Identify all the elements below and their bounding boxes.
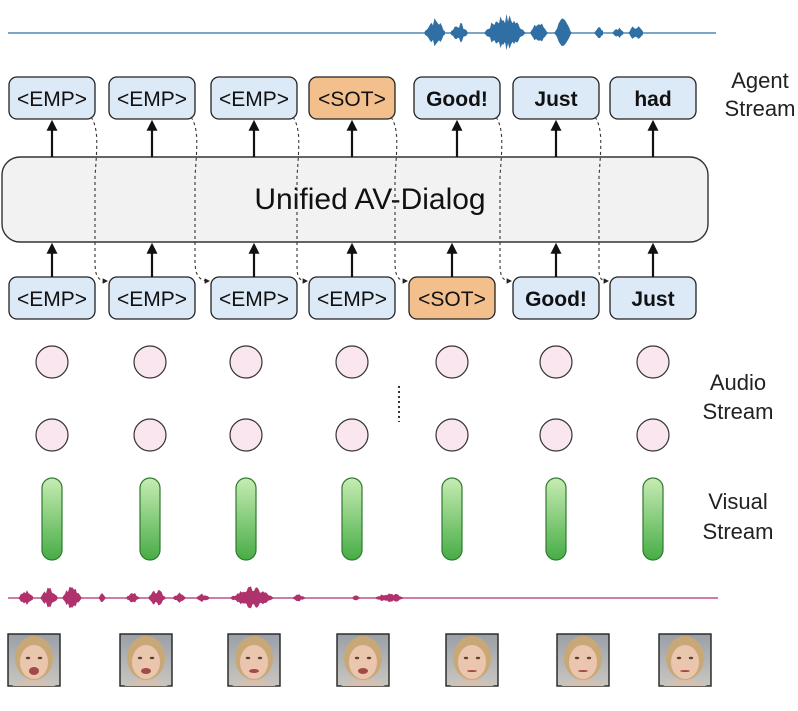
agent-token-label: <SOT> bbox=[318, 88, 386, 111]
agent-token-3: <SOT> bbox=[308, 76, 396, 120]
audio-node bbox=[133, 345, 167, 379]
agent-token-1: <EMP> bbox=[108, 76, 196, 120]
audio-node bbox=[539, 418, 573, 452]
agent-token-0: <EMP> bbox=[8, 76, 96, 120]
agent-token-box bbox=[8, 76, 96, 120]
agent-token-box bbox=[210, 76, 298, 120]
agent-token-box bbox=[512, 76, 600, 120]
input-token-5: Good! bbox=[512, 276, 600, 320]
input-token-label: <EMP> bbox=[17, 288, 87, 311]
feedback-dashed-arrow bbox=[390, 116, 409, 284]
feedback-dashed-arrow bbox=[292, 116, 309, 284]
visual-capsule bbox=[139, 477, 161, 561]
face-thumbnail-icon bbox=[556, 633, 610, 687]
feedback-dashed-arrow bbox=[495, 116, 513, 284]
audio-stream-nodes bbox=[35, 345, 670, 452]
input-token-label: Good! bbox=[525, 288, 587, 311]
visual-capsule bbox=[642, 477, 664, 561]
agent-token-6: had bbox=[609, 76, 697, 120]
audio-node bbox=[435, 345, 469, 379]
model-title: Unified AV-Dialog bbox=[254, 183, 485, 216]
audio-node bbox=[636, 418, 670, 452]
agent-token-2: <EMP> bbox=[210, 76, 298, 120]
agent-token-box bbox=[308, 76, 396, 120]
unified-av-dialog-block: Unified AV-Dialog bbox=[1, 156, 709, 243]
agent-token-label: Just bbox=[534, 88, 577, 111]
agent-token-4: Good! bbox=[413, 76, 501, 120]
user-waveform bbox=[8, 586, 718, 609]
visual-stream-capsules bbox=[41, 477, 664, 561]
agent-token-label: had bbox=[634, 88, 671, 111]
face-thumbnail-icon bbox=[227, 633, 281, 687]
audio-node bbox=[435, 418, 469, 452]
feedback-dashed-arrow bbox=[90, 116, 109, 284]
agent-token-row: <EMP> <EMP> <EMP> <SOT> Good! Just had bbox=[8, 76, 697, 120]
agent-token-label: <EMP> bbox=[117, 88, 187, 111]
input-token-0: <EMP> bbox=[8, 276, 96, 320]
face-thumbnail-icon bbox=[336, 633, 390, 687]
audio-node bbox=[636, 345, 670, 379]
audio-node bbox=[35, 418, 69, 452]
input-token-label: <EMP> bbox=[117, 288, 187, 311]
input-token-label: <EMP> bbox=[219, 288, 289, 311]
agent-token-box bbox=[609, 76, 697, 120]
input-token-3: <EMP> bbox=[308, 276, 396, 320]
input-token-row: <EMP> <EMP> <EMP> <EMP> <SOT> Good! Just bbox=[8, 276, 697, 320]
face-thumbnail-icon bbox=[7, 633, 61, 687]
face-thumbnail-icon bbox=[658, 633, 712, 687]
agent-token-label: <EMP> bbox=[17, 88, 87, 111]
input-token-label: <EMP> bbox=[317, 288, 387, 311]
input-token-label: <SOT> bbox=[418, 288, 486, 311]
face-thumbnail-icon bbox=[445, 633, 499, 687]
input-token-6: Just bbox=[609, 276, 697, 320]
agent-token-box bbox=[413, 76, 501, 120]
input-token-4: <SOT> bbox=[408, 276, 496, 320]
agent-token-box bbox=[108, 76, 196, 120]
face-thumbnail-icon bbox=[119, 633, 173, 687]
visual-capsule bbox=[235, 477, 257, 561]
audio-node bbox=[133, 418, 167, 452]
visual-capsule bbox=[341, 477, 363, 561]
audio-node bbox=[539, 345, 573, 379]
agent-token-5: Just bbox=[512, 76, 600, 120]
audio-node bbox=[229, 418, 263, 452]
input-token-label: Just bbox=[631, 288, 674, 311]
visual-capsule bbox=[441, 477, 463, 561]
agent-token-label: Good! bbox=[426, 88, 488, 111]
audio-node bbox=[229, 345, 263, 379]
feedback-dashed-arrow bbox=[594, 116, 610, 284]
audio-node bbox=[35, 345, 69, 379]
audio-node bbox=[335, 345, 369, 379]
visual-capsule bbox=[41, 477, 63, 561]
input-token-1: <EMP> bbox=[108, 276, 196, 320]
input-token-2: <EMP> bbox=[210, 276, 298, 320]
face-thumbnail-row bbox=[7, 633, 712, 687]
visual-capsule bbox=[545, 477, 567, 561]
arrow-layer bbox=[46, 116, 659, 284]
feedback-dashed-arrow bbox=[190, 116, 211, 284]
audio-node bbox=[335, 418, 369, 452]
agent-token-label: <EMP> bbox=[219, 88, 289, 111]
agent-waveform bbox=[8, 13, 716, 51]
